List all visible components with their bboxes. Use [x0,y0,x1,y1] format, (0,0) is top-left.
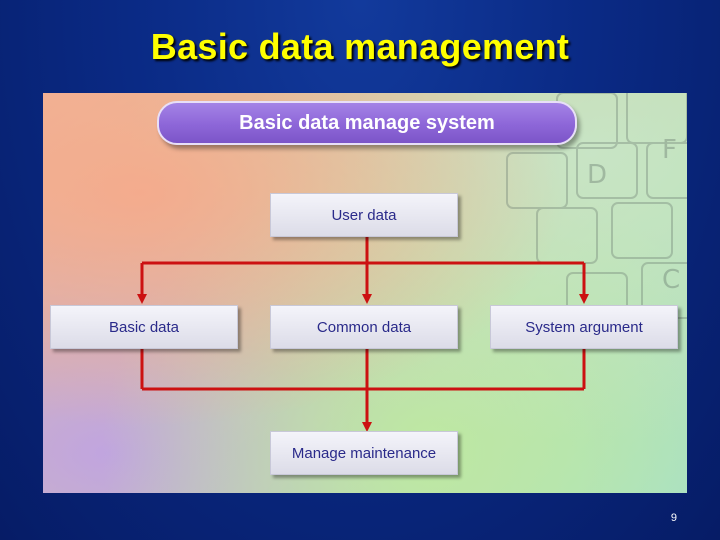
node-manage-maintenance: Manage maintenance [270,431,458,475]
node-system-argument: System argument [490,305,678,349]
node-user-data: User data [270,193,458,237]
svg-text:D: D [587,160,607,190]
page-number: 9 [670,512,677,524]
node-basic-data: Basic data [50,305,238,349]
diagram-header: Basic data manage system [157,101,577,145]
slide-title: Basic data management [150,26,570,67]
svg-text:F: F [662,135,677,165]
connector-lines [137,234,589,432]
diagram-panel: D F C Basic data manage system [43,93,687,493]
svg-text:C: C [662,265,680,295]
node-common-data: Common data [270,305,458,349]
